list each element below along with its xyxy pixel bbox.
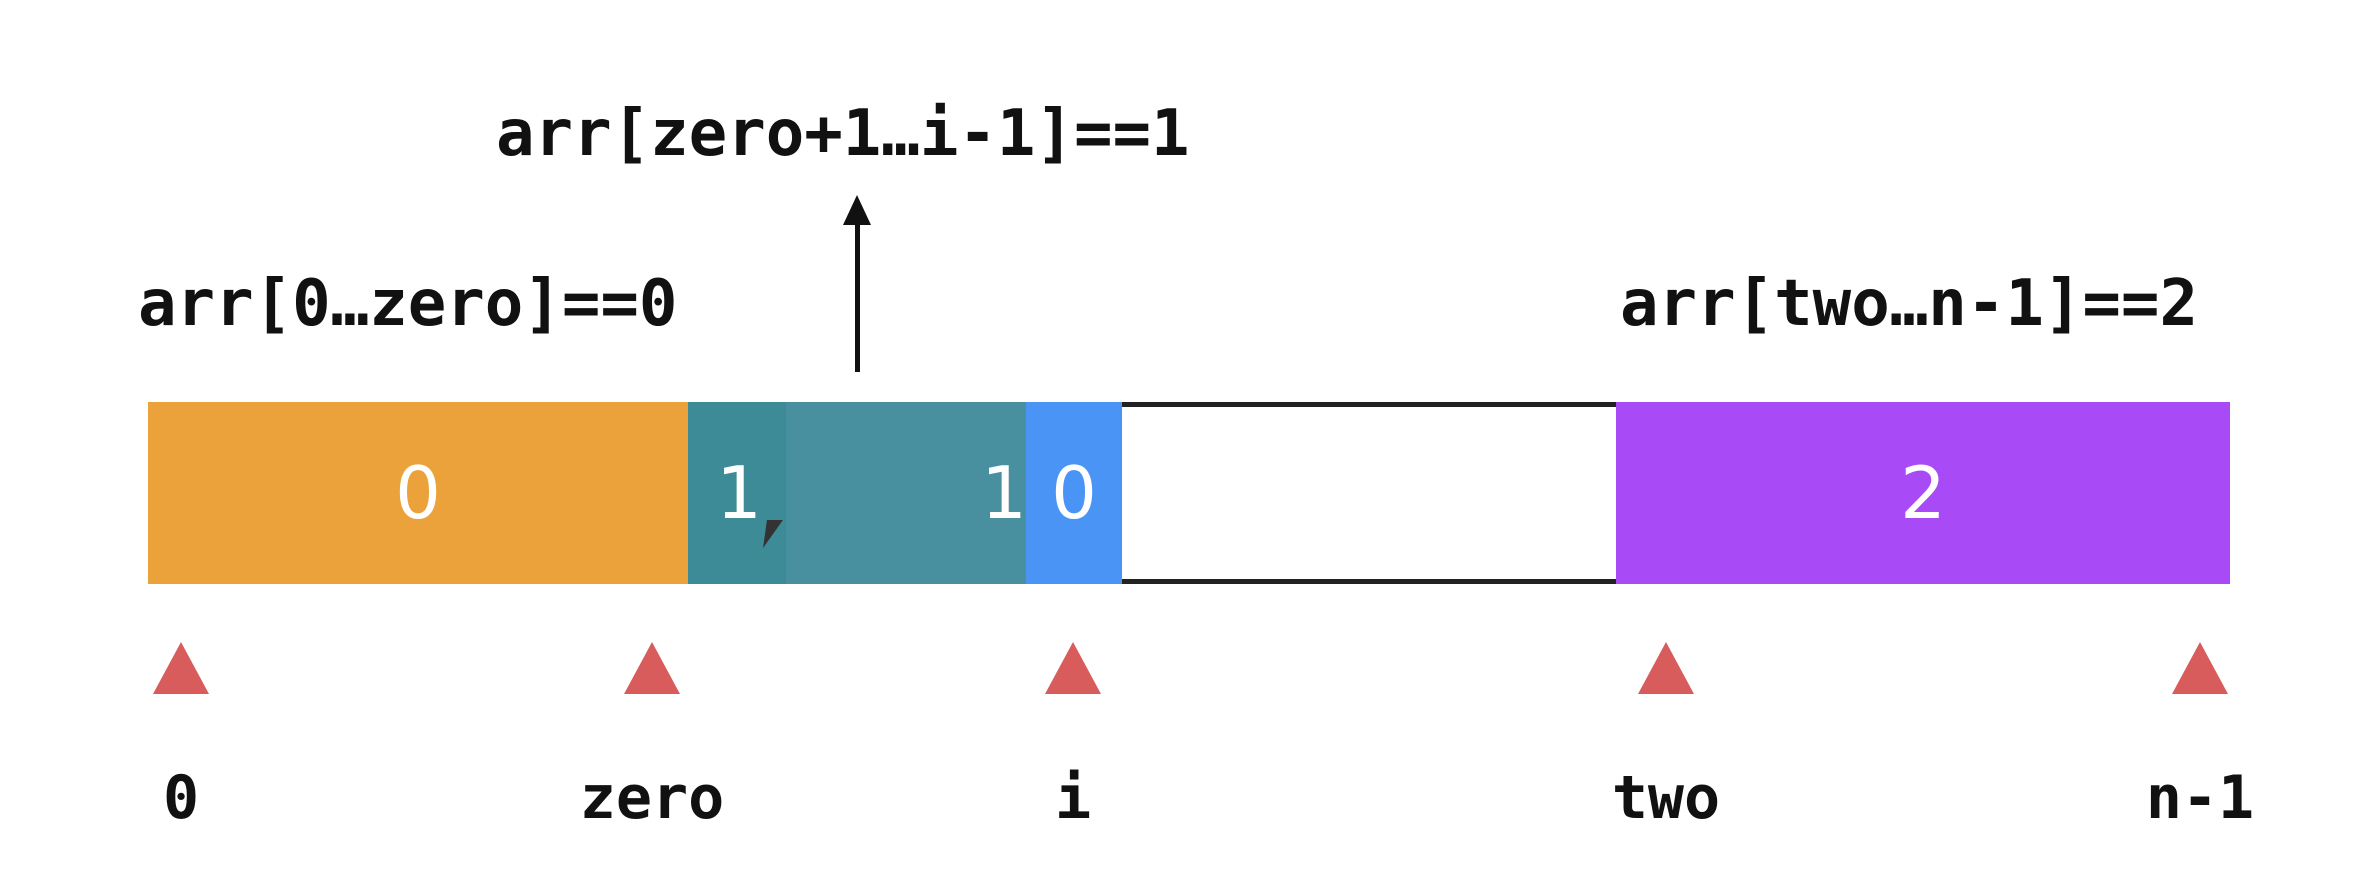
index-label-n-1: n-1 — [2145, 763, 2255, 833]
index-label-two: two — [1611, 763, 1721, 833]
up-arrow-shaft — [855, 220, 860, 372]
cell-value: 0 — [395, 451, 441, 535]
segment-unknown — [1122, 402, 1616, 584]
index-label-i: i — [1054, 763, 1092, 833]
pointer-triangle-n-1 — [2172, 642, 2228, 694]
cell-value: 1 — [716, 451, 762, 535]
index-label-zero: zero — [579, 763, 725, 833]
range-label-zeros: arr[0…zero]==0 — [138, 267, 678, 341]
segment-zeros: 0 — [148, 402, 688, 584]
range-label-ones: arr[zero+1…i-1]==1 — [496, 97, 1190, 171]
segment-twos: 2 — [1616, 402, 2230, 584]
pointer-triangle-two — [1638, 642, 1694, 694]
pointer-triangle-0 — [153, 642, 209, 694]
segment-current: 0 — [1026, 402, 1122, 584]
cell-value: 0 — [1051, 451, 1097, 535]
segment-one-a: 1 — [688, 402, 786, 584]
pointer-triangle-zero — [624, 642, 680, 694]
cell-value: 1 — [981, 451, 1027, 535]
index-label-0: 0 — [162, 763, 200, 833]
segment-one-b: 1 — [786, 402, 1027, 584]
pointer-triangle-i — [1045, 642, 1101, 694]
cell-value: 2 — [1900, 451, 1946, 535]
array-bar: 0 1 1 0 2 — [148, 402, 2230, 584]
range-label-twos: arr[two…n-1]==2 — [1620, 267, 2198, 341]
